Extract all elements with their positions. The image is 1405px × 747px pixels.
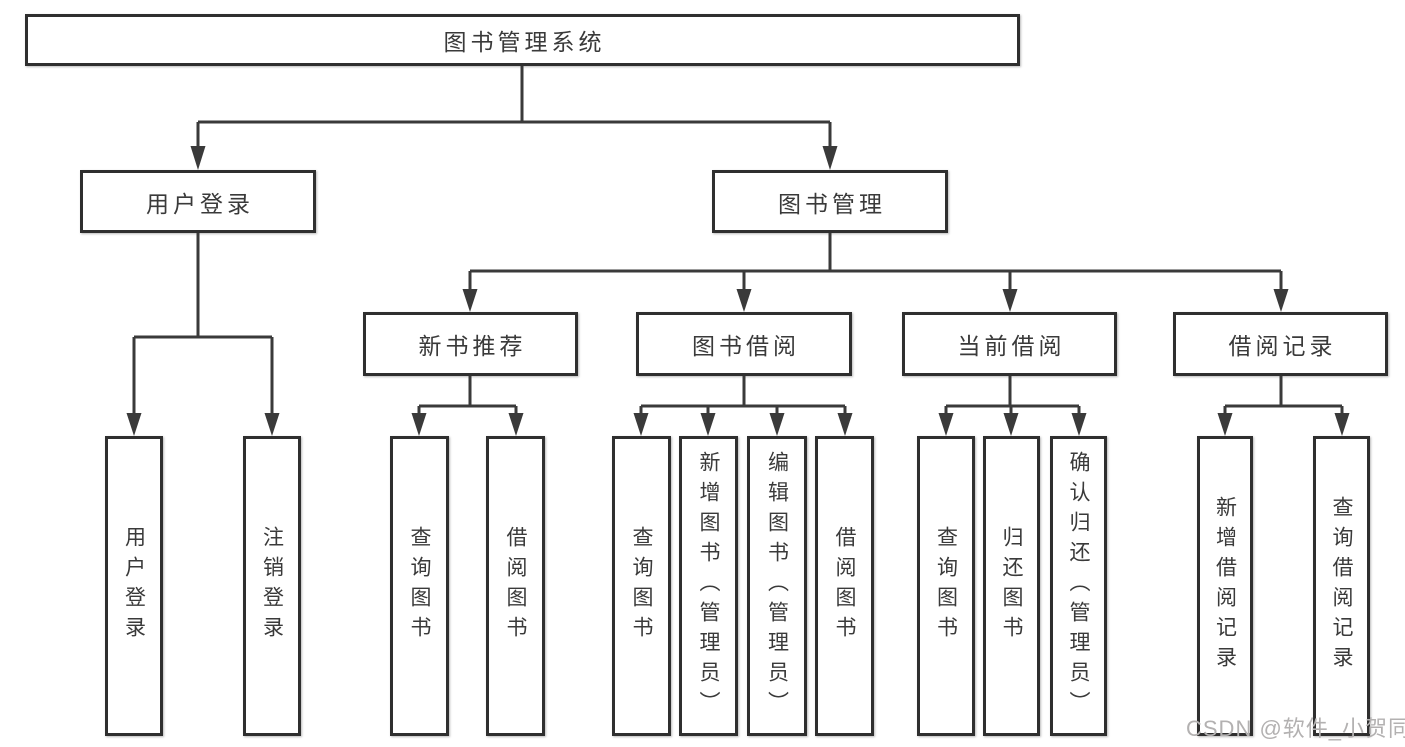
leaf-borrow-add-books: 新增图书（管理员） xyxy=(679,436,738,736)
leaf-user-login: 用户登录 xyxy=(105,436,163,736)
node-user-login: 用户登录 xyxy=(80,170,316,233)
leaf-borrow-edit-books-label: 编辑图书（管理员） xyxy=(765,451,789,721)
leaf-newbook-query-books: 查询图书 xyxy=(390,436,449,736)
node-new-book-recommend: 新书推荐 xyxy=(363,312,578,376)
leaf-borrow-add-books-label: 新增图书（管理员） xyxy=(697,451,720,721)
node-book-borrow: 图书借阅 xyxy=(636,312,852,376)
leaf-records-query-record-label: 查询借阅记录 xyxy=(1330,496,1353,676)
node-root-label: 图书管理系统 xyxy=(443,29,606,55)
leaf-logout-label: 注销登录 xyxy=(260,526,284,646)
node-book-management: 图书管理 xyxy=(712,170,948,233)
leaf-current-confirm-return-label: 确认归还（管理员） xyxy=(1067,451,1090,721)
leaf-current-return-books-label: 归还图书 xyxy=(1000,526,1023,646)
leaf-borrow-query-books: 查询图书 xyxy=(612,436,671,736)
leaf-borrow-edit-books: 编辑图书（管理员） xyxy=(747,436,807,736)
leaf-borrow-borrow-books-label: 借阅图书 xyxy=(833,526,856,646)
leaf-current-query-books: 查询图书 xyxy=(917,436,975,736)
leaf-newbook-query-books-label: 查询图书 xyxy=(408,526,431,646)
node-root: 图书管理系统 xyxy=(25,14,1020,66)
leaf-borrow-borrow-books: 借阅图书 xyxy=(815,436,874,736)
leaf-records-query-record: 查询借阅记录 xyxy=(1313,436,1370,736)
leaf-records-add-record-label: 新增借阅记录 xyxy=(1213,496,1237,676)
leaf-logout: 注销登录 xyxy=(243,436,301,736)
leaf-current-query-books-label: 查询图书 xyxy=(934,526,958,646)
node-book-borrow-label: 图书借阅 xyxy=(692,333,800,359)
leaf-user-login-label: 用户登录 xyxy=(122,526,146,646)
leaf-borrow-query-books-label: 查询图书 xyxy=(630,526,653,646)
node-current-borrow: 当前借阅 xyxy=(902,312,1117,376)
leaf-current-return-books: 归还图书 xyxy=(983,436,1040,736)
node-borrow-records-label: 借阅记录 xyxy=(1228,333,1337,359)
leaf-current-confirm-return: 确认归还（管理员） xyxy=(1050,436,1107,736)
node-user-login-label: 用户登录 xyxy=(146,190,254,217)
node-new-book-recommend-label: 新书推荐 xyxy=(418,333,527,359)
node-current-borrow-label: 当前借阅 xyxy=(957,333,1066,359)
leaf-newbook-borrow-books-label: 借阅图书 xyxy=(504,526,527,646)
node-book-management-label: 图书管理 xyxy=(778,190,886,217)
node-borrow-records: 借阅记录 xyxy=(1173,312,1388,376)
leaf-records-add-record: 新增借阅记录 xyxy=(1197,436,1253,736)
watermark: CSDN @软件_小贺同学 xyxy=(1186,716,1405,741)
leaf-newbook-borrow-books: 借阅图书 xyxy=(486,436,545,736)
